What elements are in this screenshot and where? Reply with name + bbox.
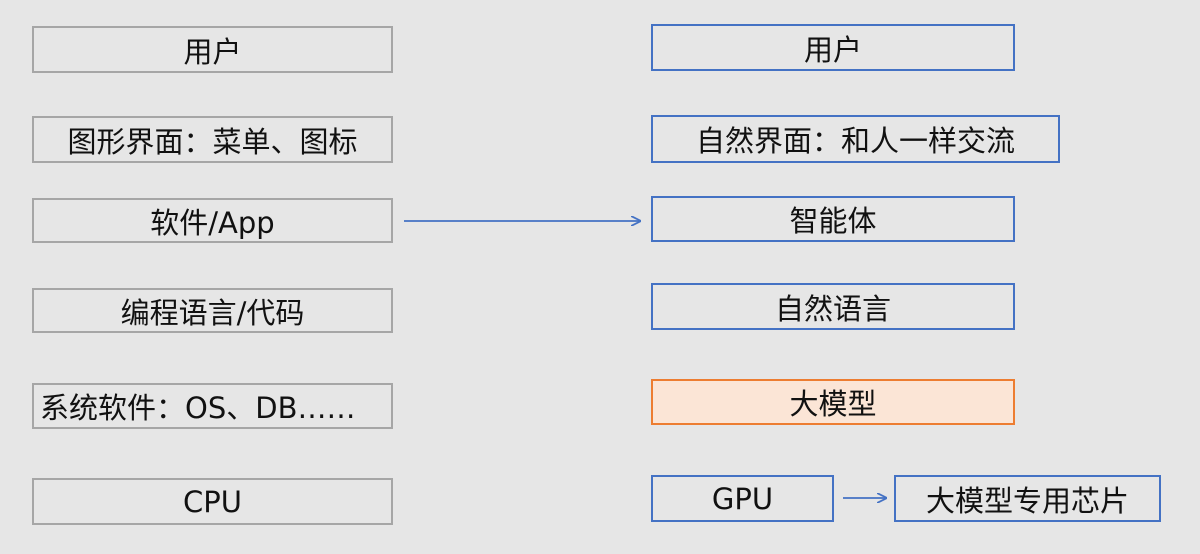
left-box-gui: 图形界面：菜单、图标	[32, 116, 393, 163]
right-box-large-model: 大模型	[651, 379, 1015, 425]
left-box-software-app: 软件/App	[32, 198, 393, 243]
left-box-system-software: 系统软件：OS、DB……	[32, 383, 393, 429]
right-box-llm-chip: 大模型专用芯片	[894, 475, 1161, 522]
right-box-user: 用户	[651, 24, 1015, 71]
left-box-user: 用户	[32, 26, 393, 73]
right-box-natural-interface: 自然界面：和人一样交流	[651, 115, 1060, 163]
right-box-agent: 智能体	[651, 196, 1015, 242]
right-box-natural-language: 自然语言	[651, 283, 1015, 330]
left-box-programming-language: 编程语言/代码	[32, 288, 393, 333]
left-box-cpu: CPU	[32, 478, 393, 525]
right-box-gpu: GPU	[651, 475, 834, 522]
